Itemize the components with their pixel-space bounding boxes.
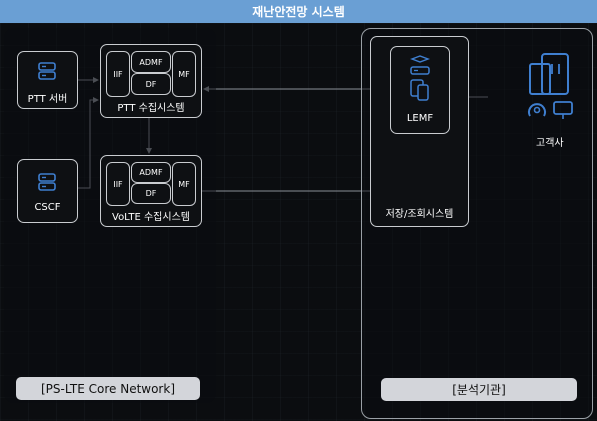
ps-lte-core-label: [PS-LTE Core Network]	[16, 377, 200, 400]
volte-admf-module: ADMF	[131, 162, 171, 183]
ptt-df-module: DF	[131, 73, 171, 95]
customer-label: 고객사	[536, 138, 564, 149]
ptt-collect-label: PTT 수집시스템	[117, 103, 185, 114]
page-title: 재난안전망 시스템	[0, 0, 597, 23]
storage-label: 저장/조회시스템	[385, 209, 454, 220]
cscf-label: CSCF	[34, 202, 61, 213]
volte-iif-module: IIF	[106, 162, 130, 206]
ptt-server-label: PTT 서버	[27, 94, 68, 105]
volte-df-module: DF	[131, 183, 171, 204]
volte-mf-module: MF	[172, 162, 196, 206]
cscf-node[interactable]: CSCF	[17, 159, 78, 223]
volte-collect-label: VoLTE 수집시스템	[112, 212, 190, 223]
ptt-admf-module: ADMF	[131, 51, 171, 73]
server-icon	[38, 173, 56, 191]
ptt-server-node[interactable]: PTT 서버	[17, 51, 78, 109]
page-title-text: 재난안전망 시스템	[252, 5, 345, 19]
volte-collect-system[interactable]: IIF ADMF DF MF VoLTE 수집시스템	[100, 155, 202, 227]
analysis-agency-label: [분석기관]	[381, 378, 577, 401]
ptt-iif-module: IIF	[106, 51, 130, 97]
server-device-icon	[410, 55, 430, 101]
ptt-collect-system[interactable]: IIF ADMF DF MF PTT 수집시스템	[100, 44, 202, 118]
lemf-node[interactable]: LEMF	[390, 46, 450, 134]
customer-building-icon	[528, 53, 573, 119]
ptt-mf-module: MF	[172, 51, 196, 97]
lemf-label: LEMF	[406, 113, 434, 124]
server-icon	[38, 62, 56, 80]
